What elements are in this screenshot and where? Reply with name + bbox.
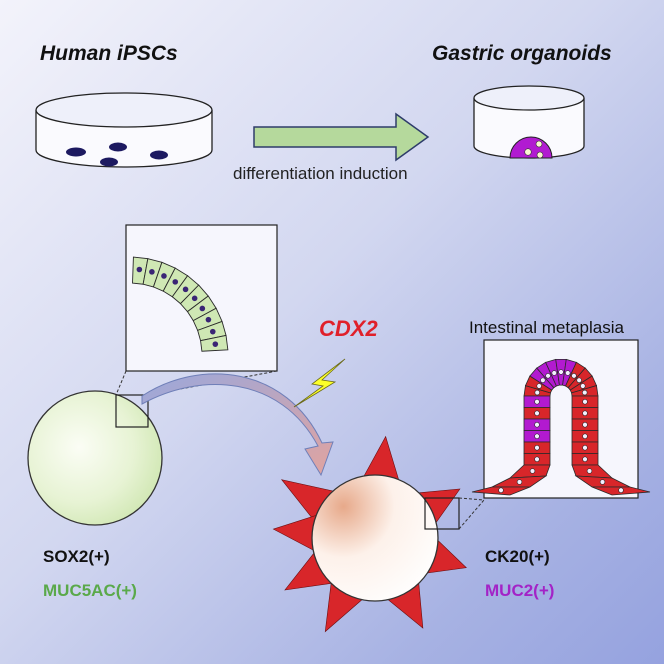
cell-nucleus: [582, 433, 588, 439]
cell-nucleus: [534, 433, 540, 439]
cell-nucleus: [498, 487, 504, 493]
cell-nucleus: [534, 456, 540, 462]
cell-nucleus: [551, 370, 557, 376]
cell-nucleus: [161, 273, 167, 279]
lightning-bolt-icon: [293, 358, 346, 408]
cell-nucleus: [580, 383, 586, 389]
organoid-dish-icon: [473, 85, 585, 159]
cell-nucleus: [136, 266, 143, 273]
gastric-epithelium-inset: [125, 224, 278, 372]
cell-nucleus: [582, 399, 588, 405]
cell-nucleus: [534, 410, 540, 416]
cdx2-label: CDX2: [319, 316, 378, 341]
cell-nucleus: [149, 269, 155, 275]
title-human-ipscs: Human iPSCs: [40, 42, 178, 65]
marker-ck20: CK20(+): [485, 547, 550, 566]
cell-nucleus: [582, 410, 588, 416]
cell-nucleus: [582, 389, 588, 396]
organoid-spike: [284, 549, 336, 591]
cell-nucleus: [534, 389, 540, 396]
differentiation-label: differentiation induction: [233, 164, 408, 183]
cell-nucleus: [540, 377, 546, 383]
cell-nucleus: [582, 456, 588, 462]
organoid-spike: [272, 513, 321, 553]
cell-nucleus: [586, 468, 593, 474]
metaplastic-organoid: [272, 435, 467, 633]
cell-nucleus: [545, 373, 551, 379]
cell-nucleus: [529, 468, 536, 474]
title-gastric-organoids: Gastric organoids: [432, 42, 612, 65]
marker-sox2: SOX2(+): [43, 547, 110, 566]
marker-muc5ac: MUC5AC(+): [43, 581, 137, 600]
right-arrow-icon: [253, 112, 430, 162]
cell-nucleus: [582, 422, 588, 428]
cell-nucleus: [618, 487, 624, 493]
cell-nucleus: [212, 341, 219, 347]
cell-nucleus: [191, 295, 198, 302]
intestinal-metaplasia-inset: [471, 339, 651, 499]
cell-nucleus: [516, 479, 523, 485]
cell-nucleus: [582, 445, 588, 451]
cell-nucleus: [558, 369, 564, 375]
curved-arrow-icon: [141, 373, 334, 477]
cell-nucleus: [565, 370, 571, 376]
cell-nucleus: [534, 445, 540, 451]
organoid-spike: [361, 435, 401, 484]
cell-nucleus: [209, 328, 216, 335]
cell-nucleus: [599, 479, 606, 485]
gastric-organoid: [27, 390, 163, 526]
cell-nucleus: [536, 383, 542, 389]
cell-nucleus: [172, 279, 179, 285]
cell-nucleus: [534, 422, 540, 428]
cell-nucleus: [534, 399, 540, 405]
cell-nucleus: [205, 316, 212, 323]
culture-dish-icon: [35, 92, 213, 168]
cell-nucleus: [199, 305, 206, 312]
organoid-spike: [384, 578, 424, 629]
intestinal-metaplasia-label: Intestinal metaplasia: [469, 318, 624, 337]
cell-nucleus: [576, 377, 582, 383]
cell-nucleus: [571, 373, 577, 379]
cell-nucleus: [182, 286, 189, 293]
marker-muc2: MUC2(+): [485, 581, 555, 600]
